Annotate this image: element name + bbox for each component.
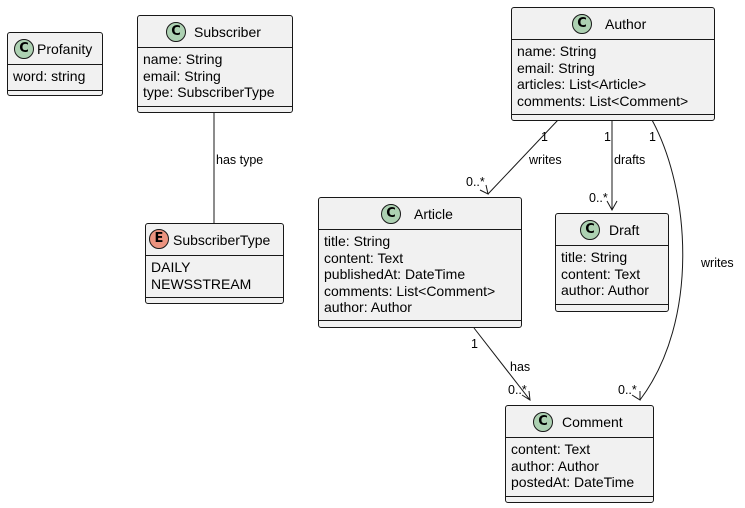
- field: author: Author: [511, 457, 599, 474]
- divider: [512, 114, 714, 115]
- class-title: Comment: [562, 414, 623, 430]
- arrowhead-comment-from-author: [631, 391, 641, 401]
- divider: [8, 64, 102, 65]
- author-writes-article-line: [487, 119, 559, 195]
- class-icon: C: [572, 14, 592, 34]
- field: name: String: [517, 43, 597, 59]
- divider: [556, 245, 668, 246]
- field: publishedAt: DateTime: [324, 266, 466, 282]
- mult-author-comment-to: 0..*: [618, 383, 637, 397]
- divider: [319, 320, 521, 321]
- field: email: String: [143, 67, 221, 84]
- article-has-comment-line: [473, 327, 531, 401]
- field: content: Text: [511, 441, 591, 457]
- field: name: String: [143, 51, 223, 67]
- enum-value: NEWSSTREAM: [151, 275, 252, 292]
- field: author: Author: [561, 282, 649, 298]
- class-icon: C: [381, 204, 401, 224]
- class-icon: C: [166, 22, 186, 42]
- field-list: title: String content: Text author: Auth…: [561, 249, 649, 299]
- label-author-writes-comment: writes: [701, 256, 734, 270]
- field: content: Text: [324, 249, 404, 266]
- enum-value: DAILY: [151, 259, 191, 275]
- label-author-writes-article: writes: [529, 153, 562, 167]
- mult-article-comment-from: 1: [471, 337, 478, 351]
- enum-subscribertype[interactable]: E SubscriberType DAILY NEWSSTREAM: [145, 223, 284, 304]
- field: postedAt: DateTime: [511, 474, 635, 490]
- divider: [138, 47, 292, 48]
- class-title: SubscriberType: [173, 232, 271, 248]
- class-profanity[interactable]: C Profanity word: string: [7, 32, 103, 96]
- arrowhead-article: [479, 184, 489, 195]
- divider: [512, 39, 714, 40]
- class-icon: C: [580, 220, 600, 240]
- field-list: word: string: [13, 68, 85, 85]
- class-article[interactable]: C Article title: String content: Text pu…: [318, 197, 522, 328]
- class-title: Draft: [609, 222, 640, 238]
- mult-author-comment-from: 1: [649, 130, 656, 144]
- divider: [319, 229, 521, 230]
- class-title: Author: [605, 16, 647, 32]
- author-writes-comment-line: [639, 119, 684, 401]
- field: articles: List<Article>: [517, 76, 647, 92]
- field-list: title: String content: Text publishedAt:…: [324, 233, 495, 316]
- field: comments: List<Comment>: [517, 92, 689, 109]
- label-article-has-comment: has: [510, 360, 531, 374]
- field: word: string: [13, 68, 86, 84]
- class-subscriber[interactable]: C Subscriber name: String email: String …: [137, 15, 293, 113]
- class-author[interactable]: C Author name: String email: String arti…: [511, 7, 715, 121]
- mult-author-article-from: 1: [541, 130, 548, 144]
- enum-icon: E: [149, 229, 169, 249]
- field: author: Author: [324, 299, 412, 315]
- class-comment[interactable]: C Comment content: Text author: Author p…: [505, 405, 654, 503]
- class-icon: C: [533, 412, 553, 432]
- label-author-drafts-draft: drafts: [614, 153, 646, 167]
- field: type: SubscriberType: [143, 84, 275, 100]
- field-list: name: String email: String articles: Lis…: [517, 43, 688, 109]
- value-list: DAILY NEWSSTREAM: [151, 259, 251, 292]
- arrowhead-comment-from-article: [521, 390, 531, 401]
- field: email: String: [517, 59, 595, 76]
- class-draft[interactable]: C Draft title: String content: Text auth…: [555, 213, 669, 312]
- field: title: String: [324, 233, 391, 249]
- label-has-type: has type: [216, 153, 264, 167]
- divider: [146, 255, 283, 256]
- mult-author-draft-from: 1: [604, 130, 611, 144]
- mult-article-comment-to: 0..*: [508, 383, 527, 397]
- arrowhead-draft: [606, 200, 618, 212]
- mult-author-article-to: 0..*: [466, 175, 485, 189]
- divider: [556, 304, 668, 305]
- class-title: Profanity: [37, 41, 93, 57]
- class-icon: C: [14, 39, 34, 59]
- divider: [506, 437, 653, 438]
- class-title: Article: [414, 206, 453, 222]
- field-list: name: String email: String type: Subscri…: [143, 51, 275, 101]
- divider: [506, 496, 653, 497]
- class-title: Subscriber: [194, 24, 261, 40]
- field: comments: List<Comment>: [324, 282, 496, 299]
- divider: [8, 90, 102, 91]
- divider: [138, 106, 292, 107]
- mult-author-draft-to: 0..*: [589, 191, 608, 205]
- field-list: content: Text author: Author postedAt: D…: [511, 441, 634, 491]
- field: content: Text: [561, 265, 641, 282]
- divider: [146, 297, 283, 298]
- field: title: String: [561, 249, 628, 265]
